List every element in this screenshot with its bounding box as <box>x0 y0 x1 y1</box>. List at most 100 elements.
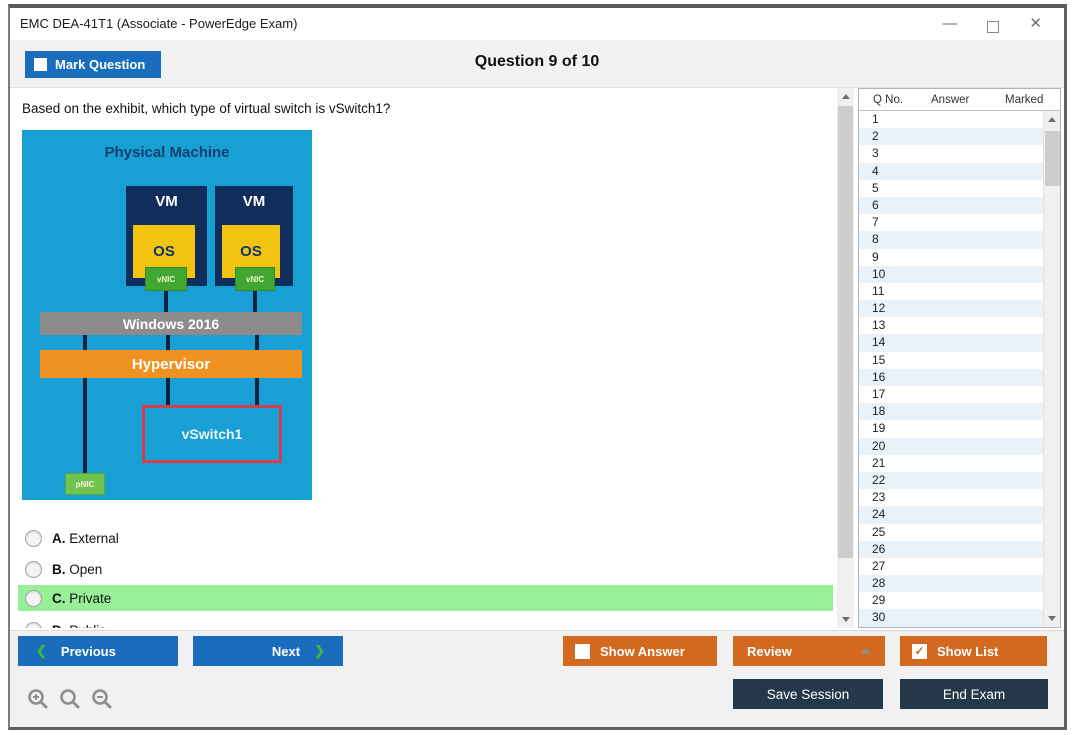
question-list-row[interactable]: 22 <box>859 471 1044 490</box>
mark-question-button[interactable]: Mark Question <box>25 51 161 78</box>
show-answer-checkbox[interactable] <box>575 643 590 659</box>
show-list-button[interactable]: ✓ Show List <box>900 636 1047 666</box>
question-list-row[interactable]: 3 <box>872 146 879 161</box>
option-text: A. External <box>52 530 119 546</box>
question-list-row[interactable]: 27 <box>872 558 886 573</box>
chevron-right-icon: ❯ <box>314 643 325 658</box>
question-list-row[interactable]: 16 <box>859 368 1044 386</box>
window-title: EMC DEA-41T1 (Associate - PowerEdge Exam… <box>20 16 298 31</box>
column-answer: Answer <box>931 94 970 106</box>
zoom-out-icon[interactable] <box>90 687 114 711</box>
scroll-up-icon[interactable] <box>837 88 854 105</box>
question-list-row[interactable]: 23 <box>872 490 886 505</box>
vm-label: VM <box>155 193 178 210</box>
question-list-row[interactable]: 13 <box>872 318 886 333</box>
title-bar: EMC DEA-41T1 (Associate - PowerEdge Exam… <box>10 8 1064 40</box>
mark-question-checkbox[interactable] <box>34 58 47 71</box>
question-list-row[interactable]: 24 <box>859 506 1044 524</box>
option-radio[interactable] <box>25 529 42 547</box>
question-list-row[interactable]: 5 <box>872 180 879 195</box>
question-text: Based on the exhibit, which type of virt… <box>22 101 391 116</box>
connector-line <box>253 291 257 312</box>
scrollbar-thumb[interactable] <box>838 106 853 558</box>
end-exam-button[interactable]: End Exam <box>900 679 1048 709</box>
question-list-row[interactable]: 25 <box>872 524 886 539</box>
scroll-down-icon[interactable] <box>1044 610 1060 627</box>
hypervisor-bar: Hypervisor <box>40 350 302 378</box>
next-button[interactable]: Next ❯ <box>193 636 343 666</box>
option-radio[interactable] <box>25 621 42 628</box>
next-label: Next <box>271 643 301 659</box>
connector-line <box>255 335 259 350</box>
chevron-left-icon: ❮ <box>36 643 47 658</box>
vnic-box-1: vNIC <box>145 267 187 291</box>
question-list-row[interactable]: 26 <box>859 540 1044 558</box>
question-list-row[interactable]: 28 <box>859 575 1044 593</box>
search-icon[interactable] <box>58 687 82 711</box>
question-list-row[interactable]: 12 <box>859 300 1044 318</box>
vnic-box-2: vNIC <box>235 267 275 291</box>
option-text: B. Open <box>52 561 103 577</box>
show-list-label: Show List <box>937 643 999 659</box>
option-text: C. Private <box>52 590 112 606</box>
question-list-row[interactable]: 20 <box>859 437 1044 455</box>
question-list-row[interactable]: 10 <box>859 265 1044 283</box>
pnic-box: pNIC <box>65 473 105 495</box>
previous-label: Previous <box>60 643 116 659</box>
connector-line <box>166 335 170 350</box>
answer-option[interactable]: D. Public <box>18 617 833 628</box>
option-radio[interactable] <box>25 589 42 607</box>
answer-option[interactable]: C. Private <box>18 585 833 611</box>
question-list-row[interactable]: 11 <box>872 283 885 298</box>
question-list-scrollbar <box>1043 111 1060 627</box>
question-list-row[interactable]: 2 <box>859 128 1044 146</box>
question-list-row[interactable]: 17 <box>872 387 886 401</box>
question-list-row[interactable]: 6 <box>859 196 1044 215</box>
question-area: Based on the exhibit, which type of virt… <box>10 88 836 628</box>
question-list-row[interactable]: 1 <box>872 112 879 126</box>
question-list-row[interactable]: 9 <box>872 249 879 264</box>
answer-option[interactable]: B. Open <box>18 556 833 582</box>
question-list-row[interactable]: 19 <box>872 421 886 436</box>
question-list-row[interactable]: 30 <box>859 609 1044 627</box>
scroll-down-icon[interactable] <box>837 611 854 628</box>
show-list-checkbox[interactable]: ✓ <box>912 643 927 659</box>
connector-line <box>83 335 87 473</box>
window-controls: — ✕ <box>942 13 1042 35</box>
zoom-controls <box>26 687 114 711</box>
connector-line <box>166 378 170 405</box>
question-counter: Question 9 of 10 <box>474 53 600 70</box>
question-list-row[interactable]: 29 <box>872 593 886 608</box>
show-answer-button[interactable]: Show Answer <box>563 636 717 666</box>
column-marked: Marked <box>1005 94 1044 106</box>
exhibit-title: Physical Machine <box>104 144 230 161</box>
host-os-bar: Windows 2016 <box>40 312 302 335</box>
option-radio[interactable] <box>25 560 42 578</box>
footer-bar: ❮ Previous Next ❯ Show Answer Review ✓ S… <box>10 630 1064 727</box>
review-button[interactable]: Review <box>733 636 885 666</box>
option-text: D. Public <box>52 623 106 629</box>
question-list-row[interactable]: 15 <box>872 352 886 367</box>
previous-button[interactable]: ❮ Previous <box>18 636 178 666</box>
zoom-in-icon[interactable] <box>26 687 50 711</box>
question-list-row[interactable]: 4 <box>859 162 1044 180</box>
question-list-row[interactable]: 14 <box>859 334 1044 352</box>
maximize-icon[interactable] <box>987 20 1000 33</box>
question-list-row[interactable]: 18 <box>859 403 1044 421</box>
chevron-up-icon <box>861 648 871 654</box>
scrollbar-thumb[interactable] <box>1045 131 1060 186</box>
question-list-row[interactable]: 7 <box>872 215 879 230</box>
header-band: Mark Question Question 9 of 10 <box>10 40 1064 88</box>
answer-option[interactable]: A. External <box>18 525 833 551</box>
question-list-row[interactable]: 8 <box>859 231 1044 249</box>
close-icon[interactable]: ✕ <box>1029 15 1042 32</box>
scroll-up-icon[interactable] <box>1044 111 1060 128</box>
minimize-icon[interactable]: — <box>942 15 958 32</box>
exhibit-image: Physical Machine VM VM OS OS vNIC vNIC W… <box>22 130 312 500</box>
save-session-button[interactable]: Save Session <box>733 679 883 709</box>
question-list-row[interactable]: 21 <box>872 455 886 470</box>
column-qno: Q No. <box>873 94 904 106</box>
connector-line <box>255 378 259 405</box>
